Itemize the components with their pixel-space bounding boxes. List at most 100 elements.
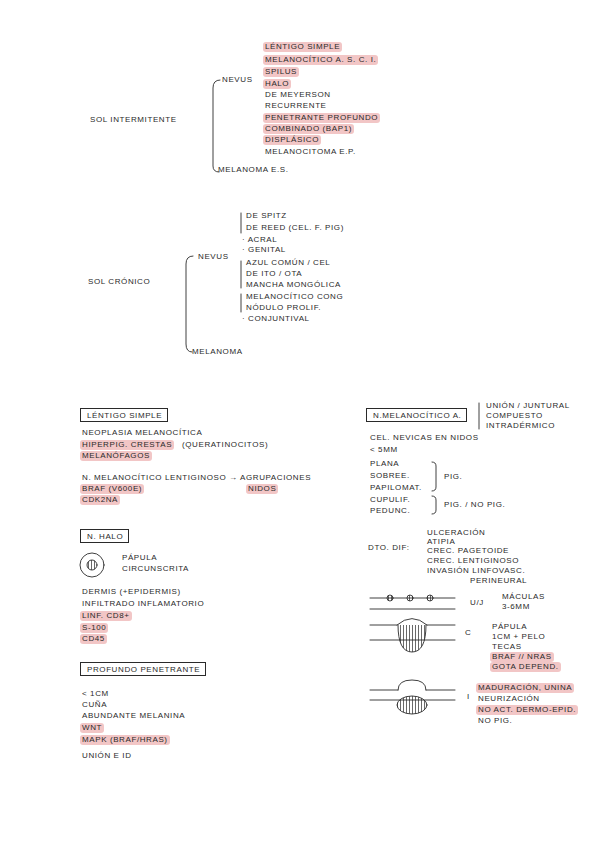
note-text: MELANOCÍTICO CONG [244, 292, 345, 302]
brace [213, 80, 220, 172]
note-text: NEOPLASIA MELANOCÍTICA [80, 428, 204, 438]
highlighted-note: HIPERPIG. CRESTAS [80, 440, 174, 450]
note-text: < 1CM [80, 689, 111, 699]
note-text: I [465, 692, 472, 702]
note-text: CREC. LENTIGINOSO [425, 556, 521, 566]
note-text: ABUNDANTE MELANINA [80, 711, 187, 721]
note-text: DE REED (CEL. F. PIG) [244, 223, 346, 233]
highlighted-note: S-100 [80, 623, 108, 633]
note-text: MÁCULAS [500, 592, 547, 602]
note-text: NEVUS [220, 75, 255, 85]
note-text: C [463, 628, 473, 638]
heading-text: N.MELANOCÍTICO A. [373, 411, 460, 421]
note-text: MELANOMA [190, 347, 245, 357]
highlighted-note: LÉNTIGO SIMPLE [263, 42, 342, 52]
highlighted-note: CD45 [80, 634, 107, 644]
highlighted-note: MELANÓFAGOS [80, 451, 152, 461]
note-text: DE MEYERSON [263, 90, 333, 100]
bracket [432, 462, 436, 491]
highlighted-note: PENETRANTE PROFUNDO [263, 113, 380, 123]
note-text: CIRCUNSCRITA [120, 564, 191, 574]
note-text: PIG. / NO PIG. [442, 500, 507, 510]
highlighted-note: LINF. CD8+ [80, 611, 132, 621]
heading-text: PROFUNDO PENETRANTE [87, 665, 199, 675]
note-text: CUPULIF. [368, 495, 412, 505]
note-text: PEDUNC. [368, 506, 412, 516]
junctional-sketch [370, 595, 455, 609]
highlighted-note: BRAF (V600E) [80, 484, 144, 494]
heading-box: N.MELANOCÍTICO A. [366, 408, 467, 422]
note-text: ULCERACIÓN [425, 528, 487, 538]
highlighted-note: HALO [263, 79, 291, 89]
note-text: PLANA [368, 459, 401, 469]
note-text: N. MELANOCÍTICO LENTIGINOSO → AGRUPACION… [80, 473, 313, 483]
highlighted-note: NO ACT. DERMO-EPID. [476, 705, 578, 715]
highlighted-note: BRAF // NRAS [490, 652, 554, 662]
note-text: DERMIS (+EPIDERMIS) [80, 587, 183, 597]
heading-text: N. HALO [87, 532, 122, 542]
note-text: NO PIG. [476, 716, 514, 726]
brace [186, 256, 193, 352]
brace [479, 403, 480, 429]
note-text: CUÑA [80, 700, 109, 710]
highlighted-note: GOTA DEPEND. [490, 662, 561, 672]
heading-box: N. HALO [80, 529, 129, 543]
note-text: CEL. NEVICAS EN NIDOS [368, 433, 481, 443]
note-text: NEURIZACIÓN [476, 694, 542, 704]
note-text: PIG. [442, 472, 464, 482]
note-text: DTO. DIF: [366, 543, 412, 553]
compound-sketch [370, 619, 455, 653]
note-text: 3-6MM [500, 602, 532, 612]
heading-text: LÉNTIGO SIMPLE [87, 411, 161, 421]
note-text: UNIÓN / JUNTURAL [484, 401, 572, 411]
highlighted-note: MADURACIÓN, UNINA [476, 683, 574, 693]
note-text: PERINEURAL [468, 576, 529, 586]
note-text: NÓDULO PROLIF. [244, 303, 323, 313]
papule-center [87, 560, 97, 570]
note-text: DE ITO / OTA [244, 269, 304, 279]
note-text: TECAS [490, 642, 524, 652]
note-text: PÁPULA [120, 553, 159, 563]
note-text: SOBREE. [368, 471, 412, 481]
highlighted-note: MAPK (BRAF/HRAS) [80, 735, 170, 745]
heading-box: LÉNTIGO SIMPLE [80, 408, 168, 422]
intradermal-sketch [370, 680, 455, 714]
note-text: MANCHA MONGÓLICA [244, 280, 343, 290]
highlighted-note: WNT [80, 723, 104, 733]
note-text: U/J [468, 598, 486, 608]
note-text: INVASIÓN LINFOVASC. [425, 566, 527, 576]
note-text: MELANOCITOMA E.P. [263, 147, 358, 157]
note-text: AZUL COMÚN / CEL [244, 258, 332, 268]
note-text: < 5MM [368, 445, 400, 455]
note-text: SOL INTERMITENTE [88, 115, 179, 125]
note-text: · ACRAL [240, 235, 279, 245]
note-text: COMPUESTO [484, 411, 545, 421]
highlighted-note: COMBINADO (BAP1) [263, 124, 354, 134]
highlighted-note: MELANOCÍTICO A. S. C. I. [263, 55, 378, 65]
note-text: INFILTRADO INFLAMATORIO [80, 599, 206, 609]
brace [241, 213, 242, 233]
note-text: (QUERATINOCITOS) [180, 440, 270, 450]
note-text: MELANOMA E.S. [216, 165, 290, 175]
note-text: ATIPIA [425, 537, 457, 547]
note-text: 1CM + PELO [490, 632, 547, 642]
note-text: · GENITAL [240, 245, 288, 255]
note-text: PÁPULA [490, 622, 529, 632]
note-text: NEVUS [196, 252, 231, 262]
highlighted-note: DISPLÁSICO [263, 135, 321, 145]
note-text: · CONJUNTIVAL [240, 314, 312, 324]
heading-box: PROFUNDO PENETRANTE [80, 662, 206, 676]
bracket [432, 496, 436, 514]
note-text: INTRADÉRMICO [484, 421, 557, 431]
note-text: UNIÓN E ID [80, 751, 134, 761]
highlighted-note: SPILUS [263, 67, 299, 77]
brace [241, 294, 242, 312]
highlighted-note: CDK2NA [80, 495, 120, 505]
note-text: PAPILOMAT. [368, 483, 424, 493]
note-text: RECURRENTE [263, 101, 329, 111]
papule-outline [80, 553, 104, 577]
note-text: CREC. PAGETOIDE [425, 546, 511, 556]
note-text: DE SPITZ [244, 211, 289, 221]
highlighted-note: NIDOS [246, 484, 278, 494]
brace [241, 261, 242, 288]
